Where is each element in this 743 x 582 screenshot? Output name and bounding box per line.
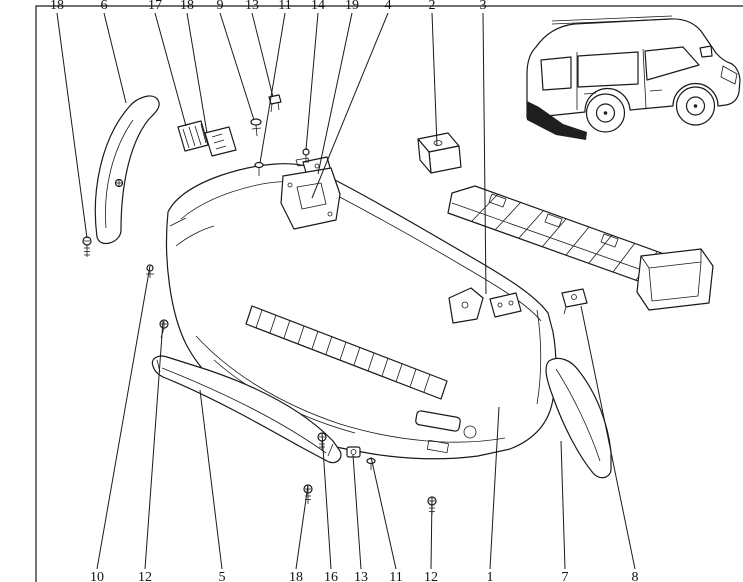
callout-5: 5	[199, 389, 226, 582]
callout-18: 18	[289, 484, 309, 582]
callout-number: 13	[245, 0, 259, 13]
callout-number: 12	[138, 570, 152, 582]
callout-number: 11	[389, 570, 402, 582]
rear-wheel	[585, 93, 626, 133]
callout-number: 18	[289, 570, 303, 582]
bracket-side-b	[489, 292, 522, 318]
callout-number: 14	[311, 0, 325, 13]
side-window-front	[644, 46, 700, 81]
callout-16: 16	[321, 432, 338, 582]
callout-12: 12	[138, 320, 164, 582]
screw-lower-left	[82, 236, 92, 257]
bracket-side-a	[448, 287, 484, 324]
callout-4: 4	[311, 0, 392, 199]
grommet	[346, 446, 361, 458]
tow-hook-cover	[463, 425, 477, 439]
headlight	[720, 65, 738, 85]
callout-number: 18	[50, 0, 64, 13]
bracket-plate-b	[204, 126, 237, 157]
rear-bumper-highlight	[527, 101, 587, 140]
callout-number: 17	[148, 0, 162, 13]
side-window-mid	[577, 51, 639, 88]
mirror	[699, 45, 713, 58]
callout-number: 12	[424, 570, 438, 582]
roof-rails	[551, 15, 673, 25]
callout-number: 3	[480, 0, 487, 13]
clip-b	[302, 148, 310, 163]
absorber-end-block	[636, 248, 714, 311]
bracket-side-right	[561, 288, 588, 315]
rivet-a	[250, 118, 262, 137]
callout-14: 14	[305, 0, 325, 151]
callout-number: 2	[429, 0, 436, 13]
callout-8: 8	[580, 305, 639, 582]
callout-3: 3	[480, 0, 487, 295]
callout-number: 16	[324, 570, 338, 582]
license-lamp-recess	[415, 410, 461, 432]
mounting-bracket-upper-right	[417, 132, 462, 174]
callout-10: 10	[90, 265, 151, 582]
callout-number: 9	[217, 0, 224, 13]
bumper-cover	[165, 157, 557, 460]
trim-fastener	[114, 178, 124, 188]
bracket-plate-a	[177, 120, 209, 152]
callout-1: 1	[487, 406, 500, 582]
rivet-b	[254, 161, 264, 176]
callout-number: 8	[632, 570, 639, 582]
callout-17: 17	[148, 0, 187, 127]
callout-13: 13	[245, 0, 274, 98]
callout-9: 9	[217, 0, 255, 121]
callout-number: 1	[487, 570, 494, 582]
callout-12: 12	[424, 496, 438, 582]
callout-number: 6	[101, 0, 108, 13]
callout-11: 11	[370, 456, 403, 582]
callout-2: 2	[429, 0, 438, 147]
callout-19: 19	[317, 0, 359, 175]
callout-number: 5	[219, 570, 226, 582]
front-wheel	[675, 86, 716, 126]
callout-6: 6	[101, 0, 127, 104]
callout-18: 18	[50, 0, 88, 239]
callout-number: 18	[180, 0, 194, 13]
step-pad	[245, 305, 448, 400]
callout-number: 7	[562, 570, 569, 582]
callout-13: 13	[352, 454, 368, 582]
screw-a	[159, 319, 169, 339]
figure-frame	[35, 5, 743, 582]
callout-number: 10	[90, 570, 104, 582]
callout-number: 4	[385, 0, 392, 13]
callout-number: 11	[278, 0, 291, 13]
callout-number: 19	[345, 0, 359, 13]
vehicle-overview	[526, 15, 741, 140]
callout-7: 7	[560, 440, 569, 582]
side-molding-right	[545, 357, 612, 479]
callout-18: 18	[180, 0, 208, 134]
callout-number: 13	[354, 570, 368, 582]
wheel-arch-trim	[94, 95, 160, 245]
side-window-rear	[540, 56, 572, 91]
bracket-center-main	[280, 167, 341, 230]
callout-11: 11	[259, 0, 292, 164]
